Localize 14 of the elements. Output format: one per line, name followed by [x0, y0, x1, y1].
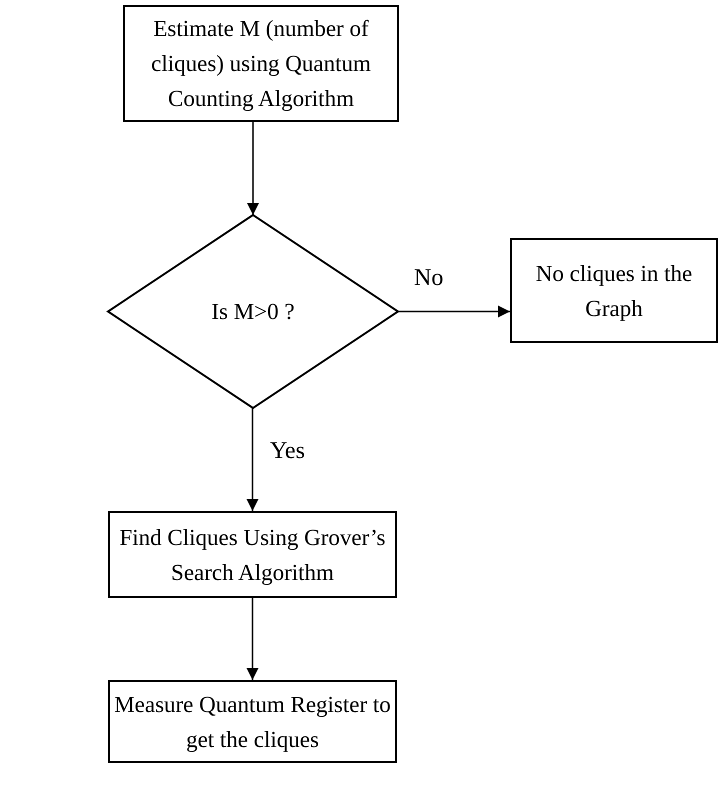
node-text: Find Cliques Using Grover’s Search Algorithm: [118, 524, 386, 587]
node-text: Estimate M (number of cliques) using Quantum Counting Algorithm: [150, 15, 372, 113]
arrow: [246, 598, 258, 680]
decision-diamond: [106, 214, 400, 410]
node-text: Is M>0 ?: [211, 298, 295, 326]
node-text: No cliques in the Graph: [534, 260, 694, 323]
process-box: [108, 680, 397, 763]
process-box: [108, 511, 397, 598]
process-box: [510, 238, 718, 343]
process-box: [123, 5, 399, 122]
arrow: [246, 408, 258, 511]
arrow: [247, 122, 259, 215]
node-text: Measure Quantum Register to get the cliques: [114, 690, 391, 754]
arrow: [398, 306, 510, 318]
